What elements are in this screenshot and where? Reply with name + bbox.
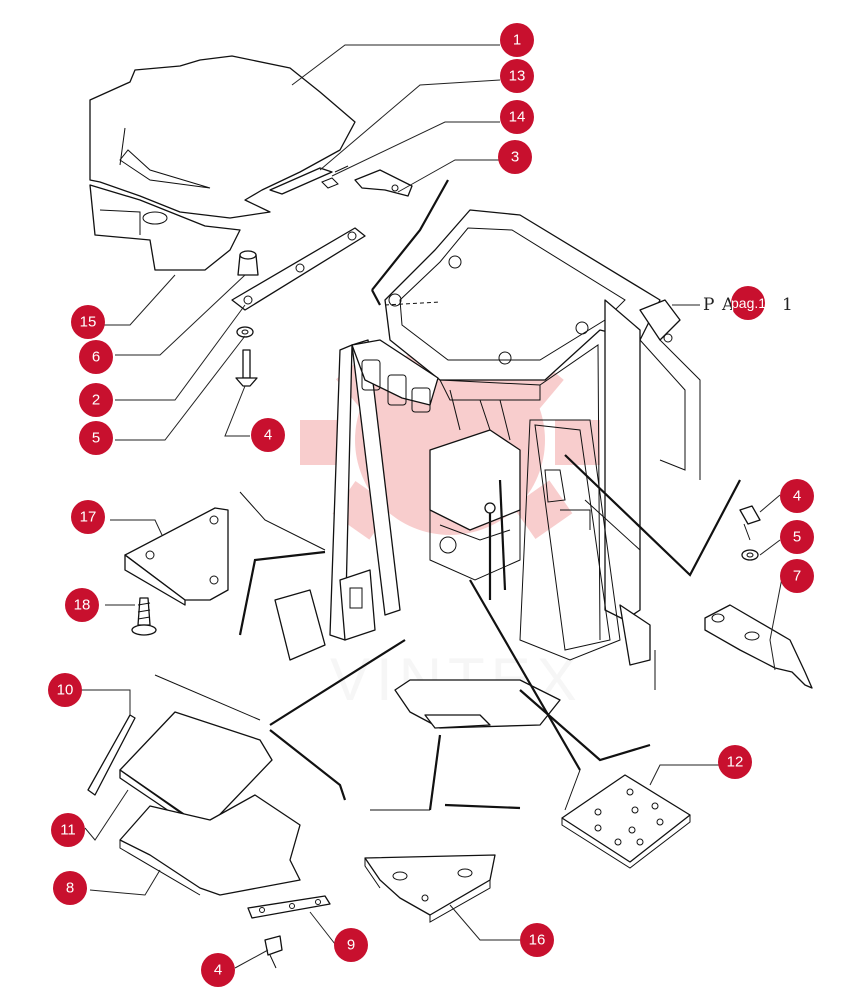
callouts: 1 13 14 3 15 6 2 5 <box>48 23 814 987</box>
svg-text:12: 12 <box>727 754 744 771</box>
part-cap-6 <box>237 250 259 276</box>
svg-text:2: 2 <box>92 392 100 409</box>
svg-text:14: 14 <box>509 109 526 126</box>
svg-text:9: 9 <box>347 937 355 954</box>
svg-text:5: 5 <box>793 529 801 546</box>
callout-4-left[interactable]: 4 <box>251 418 285 452</box>
page-reference-badge[interactable] <box>731 286 765 320</box>
callout-13[interactable]: 13 <box>500 59 534 93</box>
callout-15[interactable]: 15 <box>71 305 105 339</box>
callout-8[interactable]: 8 <box>53 871 87 905</box>
callout-10[interactable]: 10 <box>48 673 82 707</box>
part-screw-4-right <box>739 505 761 541</box>
part-washer-5-right <box>741 549 759 561</box>
svg-text:4: 4 <box>264 427 272 444</box>
part-plate-16 <box>364 854 496 923</box>
svg-text:4: 4 <box>793 488 801 505</box>
part-plate-17 <box>124 507 229 606</box>
callout-3[interactable]: 3 <box>498 140 532 174</box>
callout-5[interactable]: 5 <box>79 421 113 455</box>
callout-16[interactable]: 16 <box>520 923 554 957</box>
callout-9[interactable]: 9 <box>334 928 368 962</box>
part-screw-18 <box>131 597 157 636</box>
leader-lines <box>80 44 783 969</box>
part-strip-13 <box>269 167 333 195</box>
callout-5-right[interactable]: 5 <box>780 520 814 554</box>
callout-17[interactable]: 17 <box>71 500 105 534</box>
callout-12[interactable]: 12 <box>718 745 752 779</box>
callout-7[interactable]: 7 <box>780 559 814 593</box>
svg-text:8: 8 <box>66 880 74 897</box>
svg-text:10: 10 <box>57 682 74 699</box>
svg-text:3: 3 <box>511 149 519 166</box>
callout-4-right[interactable]: 4 <box>780 479 814 513</box>
callout-6[interactable]: 6 <box>79 340 113 374</box>
callout-14[interactable]: 14 <box>500 100 534 134</box>
svg-text:13: 13 <box>509 68 526 85</box>
svg-text:18: 18 <box>74 597 91 614</box>
part-washer-5 <box>236 326 254 338</box>
page-reference-badge-text: pag.1 <box>731 295 766 311</box>
svg-text:5: 5 <box>92 430 100 447</box>
assembly-lines <box>154 179 741 811</box>
svg-text:6: 6 <box>92 349 100 366</box>
part-plate-12 <box>561 774 691 869</box>
svg-text:11: 11 <box>60 822 76 839</box>
part-mat-8 <box>119 794 301 896</box>
svg-text:16: 16 <box>529 932 546 949</box>
part-bracket-7 <box>704 604 813 689</box>
part-screw-4-bottom <box>264 935 283 969</box>
callout-11[interactable]: 11 <box>51 813 85 847</box>
svg-text:17: 17 <box>80 509 97 526</box>
part-screw-4 <box>235 349 258 387</box>
part-rail-2 <box>231 227 366 311</box>
part-bar-9 <box>247 895 331 919</box>
callout-18[interactable]: 18 <box>65 588 99 622</box>
part-bracket-3 <box>354 169 413 197</box>
svg-text:4: 4 <box>214 962 222 979</box>
page-reference: P A pag.1 1 <box>703 286 793 320</box>
svg-text:7: 7 <box>793 568 801 585</box>
callout-1[interactable]: 1 <box>500 23 534 57</box>
part-roof-panel <box>89 55 356 271</box>
callout-2[interactable]: 2 <box>79 383 113 417</box>
page-reference-suffix: 1 <box>782 295 793 315</box>
page-reference-prefix: P <box>703 295 714 315</box>
callout-4-bottom[interactable]: 4 <box>201 953 235 987</box>
svg-text:1: 1 <box>513 32 521 49</box>
cab-frame <box>274 209 701 729</box>
part-strip-14 <box>321 165 349 189</box>
part-strip-10 <box>87 714 136 796</box>
svg-text:15: 15 <box>80 314 97 331</box>
